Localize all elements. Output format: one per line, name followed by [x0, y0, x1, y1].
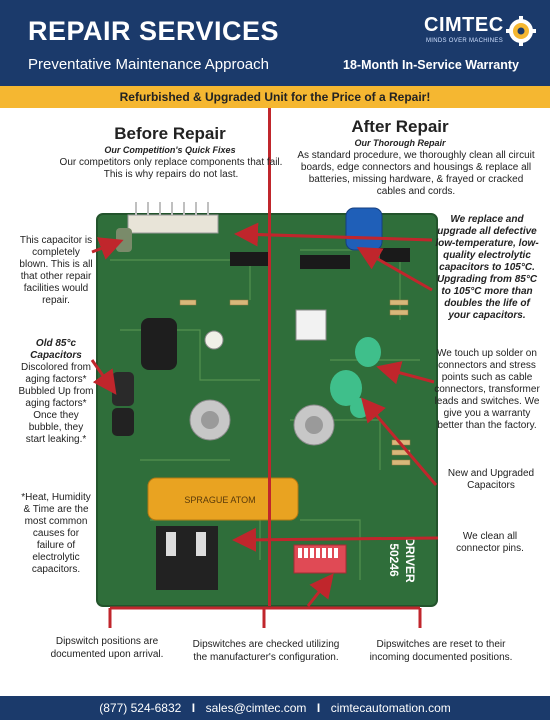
footer-separator: I [191, 701, 196, 715]
old-capacitors-body: Discolored from aging factors* Bubbled U… [18, 362, 94, 445]
callout-lines [90, 222, 439, 628]
large-capacitor [141, 318, 177, 370]
ic-chip [380, 248, 410, 262]
heat-humidity-note: *Heat, Humidity & Time are the most comm… [21, 492, 91, 575]
page-title: REPAIR SERVICES [28, 16, 280, 46]
after-subheading: Our Thorough Repair [354, 138, 446, 148]
footer: (877) 524-6832 I sales@cimtec.com I cimt… [0, 696, 550, 720]
footer-separator: I [316, 701, 321, 715]
new-capacitors-note: New and Upgraded Capacitors [447, 468, 535, 491]
before-after-divider [268, 108, 271, 606]
solder-touchup-note: We touch up solder on connectors and str… [434, 348, 540, 431]
new-capacitor [330, 370, 362, 406]
old-capacitor [112, 408, 134, 436]
cimtec-logo: CIMTEC MINDS OVER MACHINES [420, 14, 540, 48]
old-capacitor [112, 372, 134, 406]
edge-connector [127, 214, 219, 234]
dipswitch-documented-note: Dipswitch positions are documented upon … [50, 636, 164, 660]
footer-phone: (877) 524-6832 [99, 701, 182, 715]
small-capacitor [116, 228, 132, 252]
logo-text: CIMTEC [424, 14, 504, 36]
promo-banner: Refurbished & Upgraded Unit for the Pric… [0, 86, 550, 108]
old-capacitors-title: Old 85°c Capacitors [30, 338, 82, 361]
capacitor-blown-note: This capacitor is completely blown. This… [19, 235, 93, 306]
small-capacitor [204, 330, 224, 350]
before-subheading: Our Competition's Quick Fixes [104, 145, 236, 155]
header: REPAIR SERVICES Preventative Maintenance… [0, 0, 550, 86]
capacitor-label: SPRAGUE ATOM [184, 495, 255, 505]
after-body: As standard procedure, we thoroughly cle… [297, 150, 535, 197]
new-capacitor [355, 337, 381, 367]
replace-capacitors-note: We replace and upgrade all defective low… [435, 214, 539, 321]
footer-email[interactable]: sales@cimtec.com [205, 701, 307, 715]
page-subtitle: Preventative Maintenance Approach [28, 56, 269, 73]
model-label: 50246 [387, 543, 401, 577]
terminal-block [156, 526, 218, 590]
dipswitch-checked-note: Dipswitches are checked utilizing the ma… [192, 639, 340, 663]
connector-pins-note: We clean all connector pins. [456, 531, 524, 554]
dipswitch-reset-note: Dipswitches are reset to their incoming … [369, 639, 513, 663]
ic-chip [230, 252, 270, 266]
old-capacitors-note: Old 85°c Capacitors Discolored from agin… [18, 338, 94, 446]
blue-capacitor [345, 207, 383, 251]
banner-text: Refurbished & Upgraded Unit for the Pric… [119, 90, 431, 104]
yellow-capacitor [147, 477, 299, 521]
logo-tagline: MINDS OVER MACHINES [426, 38, 504, 44]
new-capacitor [350, 398, 370, 418]
gear-icon [506, 16, 536, 46]
transformer [295, 309, 327, 341]
after-heading: After Repair [351, 117, 449, 136]
driver-label: DRIVER [403, 537, 417, 583]
ic-chip [300, 255, 350, 269]
before-heading: Before Repair [114, 124, 226, 143]
footer-website[interactable]: cimtecautomation.com [330, 701, 451, 715]
pcb-board [96, 213, 438, 607]
warranty-label: 18-Month In-Service Warranty [343, 58, 519, 72]
before-body: Our competitors only replace components … [59, 157, 283, 180]
